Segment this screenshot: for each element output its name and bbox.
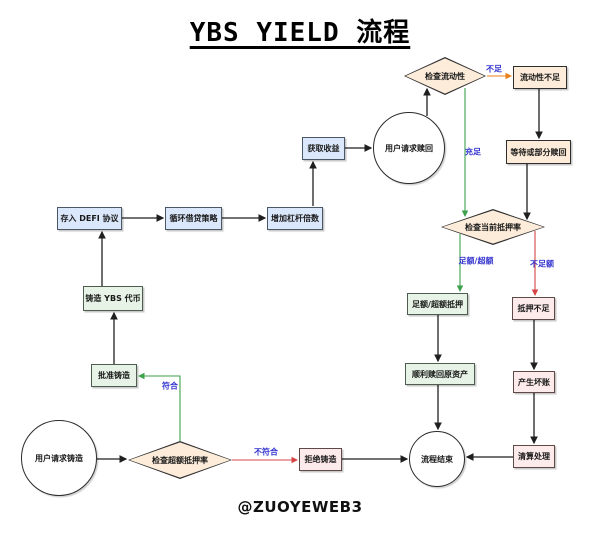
diagram-title: YBS YIELD 流程: [189, 18, 411, 48]
edge-checkover-to-approve: [138, 372, 181, 441]
watermark: @ZUOYEWEB3: [237, 498, 363, 516]
